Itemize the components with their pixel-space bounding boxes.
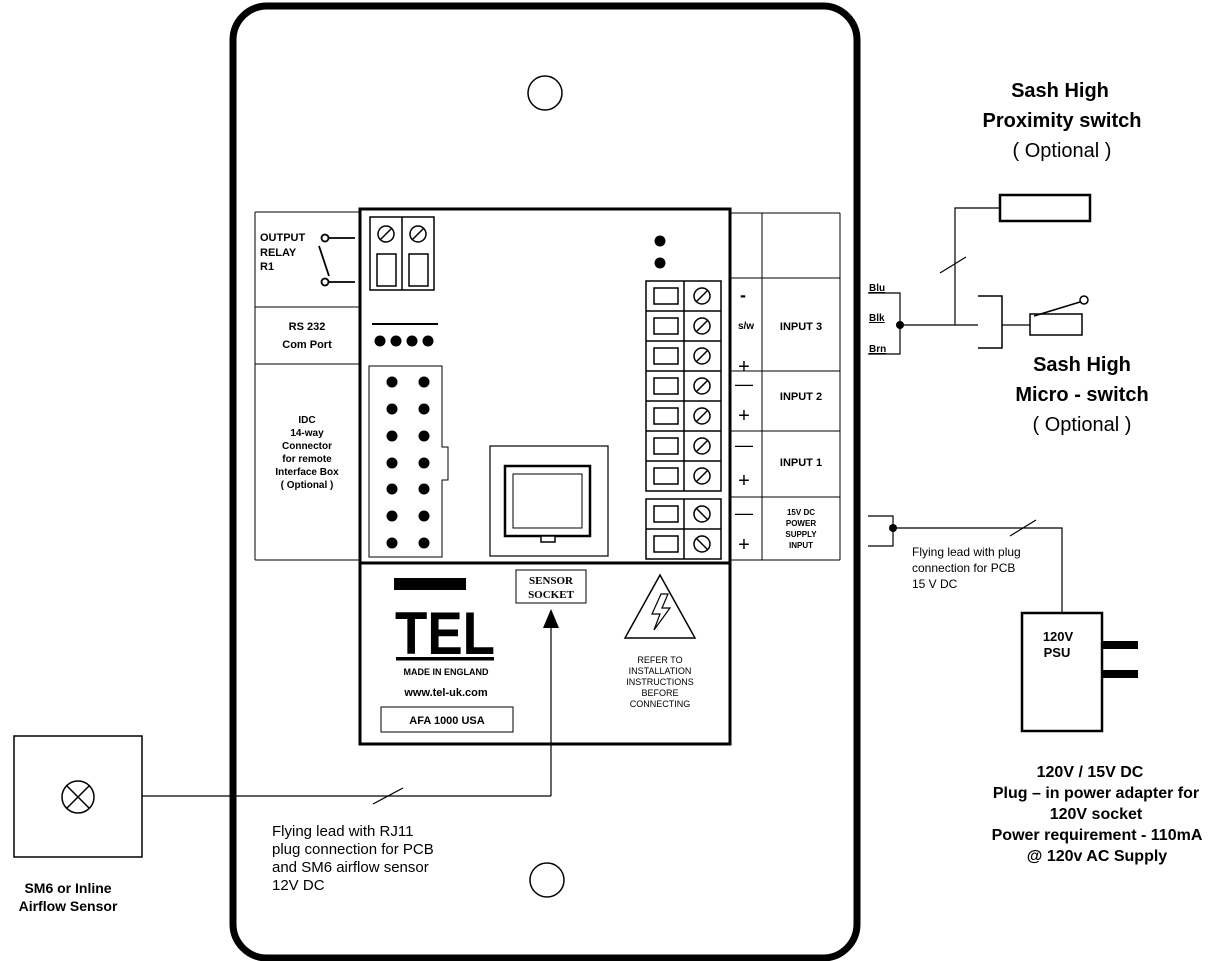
wire-label-blk: Blk (869, 313, 885, 324)
input2-plus: + (738, 405, 750, 427)
made-in-label: MADE IN ENGLAND (404, 667, 489, 677)
psu-spec-5: @ 120v AC Supply (1027, 848, 1167, 865)
sensor-lead-label-1: Flying lead with RJ11 (272, 823, 413, 840)
input-terminal-block (645, 280, 722, 492)
website-label: www.tel-uk.com (403, 687, 488, 699)
led-indicator-bottom (654, 257, 666, 269)
idc-connector-icon (368, 365, 449, 558)
power-plus: + (738, 534, 750, 556)
terminal-label-table (730, 212, 841, 561)
sensor-lead-wire (142, 625, 552, 805)
psu-spec-4: Power requirement - 110mA (992, 827, 1203, 844)
rj11-socket-icon (489, 445, 609, 557)
sensor-lead-label-2: plug connection for PCB (272, 841, 434, 858)
psu-label-1: 120V (1043, 629, 1074, 644)
rs232-label-1: RS 232 (289, 321, 326, 333)
micro-title-1: Sash High (1033, 354, 1131, 376)
micro-switch-icon (978, 295, 1089, 349)
sensor-label-2: Airflow Sensor (19, 898, 118, 914)
logo-tel: TEL (395, 600, 495, 667)
idc-label-5: Interface Box (275, 467, 339, 478)
psu-spec-1: 120V / 15V DC (1037, 764, 1144, 781)
psu-spec-2: Plug – in power adapter for (993, 785, 1199, 802)
psu-lead-label-2: connection for PCB (912, 561, 1015, 575)
input1-plus: + (738, 470, 750, 492)
input3-sw: s/w (738, 321, 754, 332)
sensor-arrow-icon (543, 609, 559, 628)
psu-lead-label-3: 15 V DC (912, 577, 958, 591)
warning-label-3: INSTRUCTIONS (626, 677, 694, 687)
sensor-lead-label-4: 12V DC (272, 877, 325, 894)
psu-spec-3: 120V socket (1050, 806, 1143, 823)
psu-lead-label-1: Flying lead with plug (912, 545, 1021, 559)
sensor-socket-box (515, 569, 587, 604)
psu-junction-dot (889, 524, 897, 532)
micro-optional: ( Optional ) (1033, 414, 1132, 436)
sash-switch-wiring (868, 207, 1030, 355)
warning-label-2: INSTALLATION (629, 666, 692, 676)
pcb-box (358, 207, 732, 746)
sensor-socket-label-2: SOCKET (528, 589, 575, 601)
plug-pin-top (1102, 641, 1138, 649)
proximity-title-1: Sash High (1011, 80, 1109, 102)
relay-label-3: R1 (260, 261, 274, 273)
relay-label-1: OUTPUT (260, 232, 306, 244)
model-label: AFA 1000 USA (409, 715, 484, 727)
input2-label: INPUT 2 (780, 391, 822, 403)
left-info-column (254, 211, 360, 561)
power-label-2: POWER (786, 519, 816, 528)
sensor-lamp-icon (61, 780, 95, 814)
proximity-optional: ( Optional ) (1013, 140, 1112, 162)
input3-minus: - (740, 285, 746, 305)
power-label-1: 15V DC (787, 508, 815, 517)
high-voltage-warning-icon (623, 573, 697, 639)
idc-label-2: 14-way (290, 428, 324, 439)
plug-pin-bottom (1102, 670, 1138, 678)
input3-label: INPUT 3 (780, 321, 822, 333)
power-label-3: SUPPLY (785, 530, 817, 539)
input3-plus: + (738, 356, 750, 378)
power-minus: — (735, 503, 753, 523)
power-terminal-block (645, 498, 722, 560)
idc-label-3: Connector (282, 441, 332, 452)
mounting-hole-bottom (529, 862, 565, 898)
sensor-lead-label-3: and SM6 airflow sensor (272, 859, 429, 876)
warning-label-4: BEFORE (641, 688, 678, 698)
idc-label-4: for remote (282, 454, 332, 465)
led-indicator-top (654, 235, 666, 247)
rs232-label-2: Com Port (282, 339, 332, 351)
logo-bar (394, 578, 466, 590)
mounting-hole-top (527, 75, 563, 111)
input1-minus: — (735, 435, 753, 455)
relay-label-2: RELAY (260, 247, 297, 259)
power-label-4: INPUT (789, 541, 813, 550)
rs232-connector-icon (372, 323, 438, 347)
micro-title-2: Micro - switch (1015, 384, 1148, 406)
warning-label-5: CONNECTING (630, 699, 691, 709)
input2-minus: — (735, 374, 753, 394)
idc-label-6: ( Optional ) (281, 480, 334, 491)
sensor-socket-label-1: SENSOR (529, 575, 574, 587)
proximity-switch-icon (998, 193, 1092, 223)
psu-label-2: PSU (1044, 645, 1071, 660)
wire-label-blu: Blu (869, 283, 885, 294)
input1-label: INPUT 1 (780, 457, 822, 469)
relay-switch-icon (318, 233, 355, 287)
wire-label-brn: Brn (869, 344, 886, 355)
sensor-label-1: SM6 or Inline (24, 880, 111, 896)
relay-terminal-block (369, 216, 435, 291)
idc-label-1: IDC (298, 415, 315, 426)
warning-label-1: REFER TO (637, 655, 682, 665)
proximity-title-2: Proximity switch (983, 110, 1142, 132)
logo-underline (396, 657, 494, 661)
model-box (380, 706, 514, 733)
wire-junction-dot (896, 321, 904, 329)
